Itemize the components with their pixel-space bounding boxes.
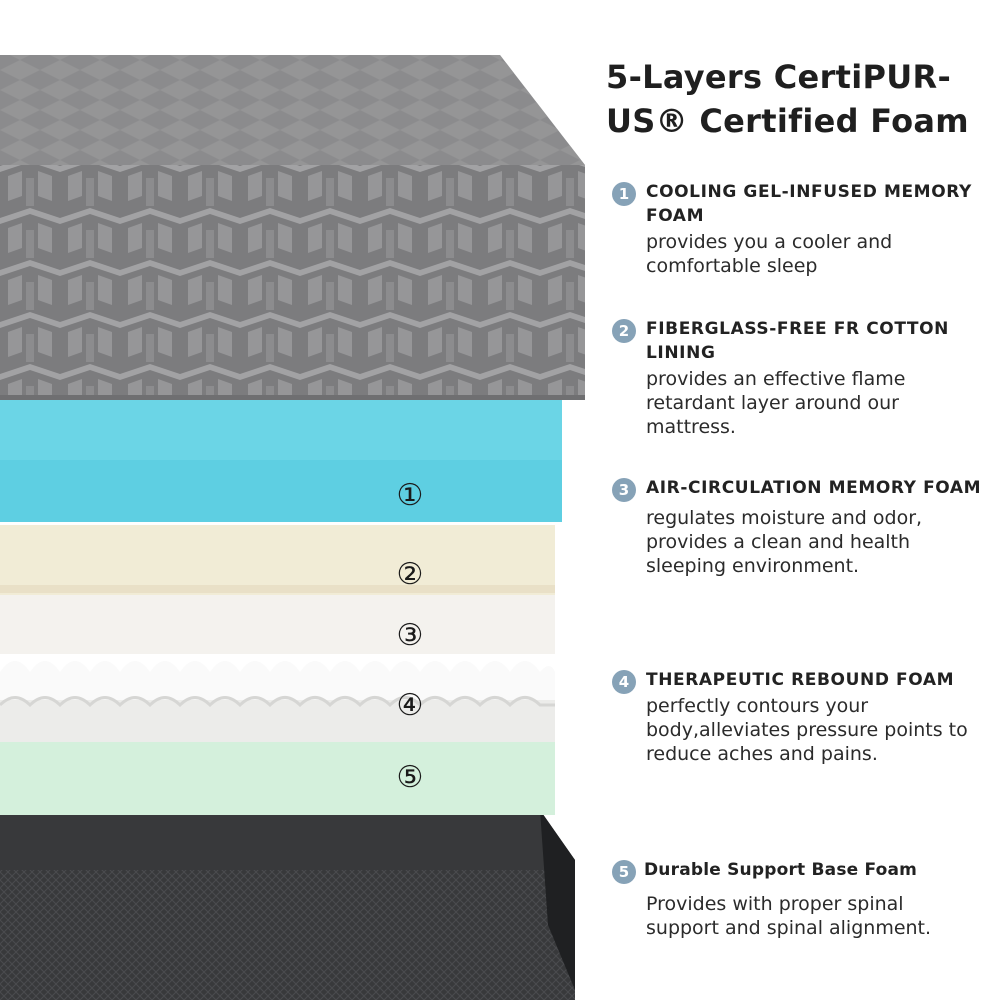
- layer-description-text: provides you a cooler and comfortable sl…: [646, 231, 893, 277]
- layer-1-gel-foam: [0, 400, 562, 522]
- layer-heading: COOLING GEL-INFUSED MEMORY FOAM: [646, 182, 972, 226]
- layer-marker-1: ①: [397, 478, 424, 513]
- layer-number-badge: 3: [612, 478, 636, 502]
- layer-marker-3: ③: [397, 618, 424, 653]
- layer-heading: THERAPEUTIC REBOUND FOAM: [646, 670, 955, 690]
- layer-heading: FIBERGLASS-FREE FR COTTON LINING: [646, 319, 949, 363]
- layer-5-foam: [0, 740, 555, 815]
- layer-3-foam: [0, 592, 555, 654]
- mattress-cover: [0, 55, 585, 400]
- layer-description-1: 1 COOLING GEL-INFUSED MEMORY FOAM provid…: [612, 180, 982, 278]
- layer-4-foam: [0, 661, 555, 742]
- layer-description-text: Provides with proper spinal support and …: [646, 893, 932, 939]
- layer-marker-2: ②: [397, 557, 424, 592]
- layer-description-5: 5 Durable Support Base Foam Provides wit…: [612, 858, 982, 940]
- layer-number-badge: 5: [612, 860, 636, 884]
- layer-description-4: 4 THERAPEUTIC REBOUND FOAM perfectly con…: [612, 668, 982, 766]
- layer-number-badge: 1: [612, 182, 636, 206]
- layer-heading: AIR-CIRCULATION MEMORY FOAM: [646, 478, 982, 498]
- mattress-layers-illustration: ① ② ③ ④ ⑤: [0, 55, 585, 1000]
- page-title: 5-Layers CertiPUR-US® Certified Foam: [606, 58, 969, 140]
- layer-marker-4: ④: [397, 688, 424, 723]
- layer-2-lining: [0, 525, 555, 595]
- layer-description-text: perfectly contours your body,alleviates …: [646, 695, 968, 765]
- layer-heading: Durable Support Base Foam: [644, 860, 918, 880]
- layer-description-text: regulates moisture and odor, provides a …: [646, 507, 923, 577]
- base-cover: [0, 810, 575, 1000]
- layer-description-3: 3 AIR-CIRCULATION MEMORY FOAM regulates …: [612, 476, 982, 578]
- layer-number-badge: 4: [612, 670, 636, 694]
- layer-description-2: 2 FIBERGLASS-FREE FR COTTON LINING provi…: [612, 317, 982, 439]
- layer-number-badge: 2: [612, 319, 636, 343]
- layer-description-text: provides an effective flame retardant la…: [646, 368, 906, 438]
- layer-marker-5: ⑤: [397, 760, 424, 795]
